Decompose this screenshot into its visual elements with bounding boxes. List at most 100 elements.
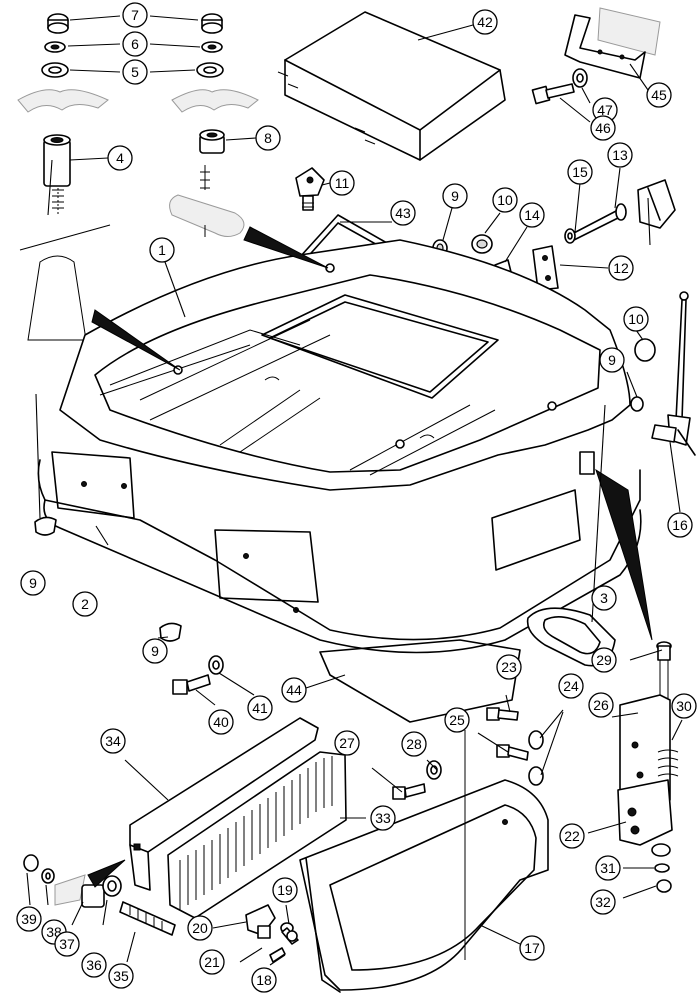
callout-circle (623, 306, 649, 332)
callout-label: 35 (113, 968, 129, 984)
callout-circle (122, 31, 148, 57)
handle-bolt (564, 203, 627, 244)
callout-label: 27 (339, 735, 355, 751)
callout-circle (607, 142, 633, 168)
antenna-bracket (564, 7, 661, 79)
callout-circle (590, 889, 616, 915)
callout-label: 4 (116, 150, 124, 166)
callout-circle (72, 591, 98, 617)
callout-label: 29 (596, 652, 612, 668)
callout-label: 18 (256, 972, 272, 988)
latch-knob (295, 167, 325, 211)
callout-label: 43 (395, 205, 411, 221)
callout-circle (558, 673, 584, 699)
callout-label: 22 (564, 828, 580, 844)
rear-window (299, 730, 549, 993)
callout-18: 18 (251, 967, 277, 993)
callout-circle (16, 906, 42, 932)
plug-lower-center (159, 622, 182, 642)
callout-circle (599, 347, 625, 373)
callout-11: 11 (329, 170, 355, 196)
plug-lower-left (34, 516, 57, 536)
callout-6: 6 (122, 31, 148, 57)
callout-40: 40 (208, 709, 234, 735)
callout-22: 22 (559, 823, 585, 849)
callout-label: 12 (613, 260, 629, 276)
callout-43: 43 (390, 200, 416, 226)
callout-numbers: 7 6 5 42 45 47 46 4 8 11 13 15 9 10 14 4… (16, 2, 697, 993)
callout-label: 9 (151, 643, 159, 659)
leader-lines (26, 15, 683, 966)
callout-label: 9 (608, 352, 616, 368)
callout-4: 4 (107, 145, 133, 171)
callout-label: 5 (131, 64, 139, 80)
callout-label: 42 (477, 14, 493, 30)
antenna (651, 291, 696, 456)
bolts-23-25 (486, 707, 544, 786)
headliner-gasket (319, 639, 521, 723)
callout-20: 20 (187, 915, 213, 941)
callout-9-right: 9 (599, 347, 625, 373)
callout-circle (334, 730, 360, 756)
callout-circle (667, 512, 693, 538)
callout-label: 9 (29, 575, 37, 591)
callout-label: 8 (264, 130, 272, 146)
callout-2: 2 (72, 591, 98, 617)
bottom-left-hardware (23, 854, 176, 936)
heater-core (167, 751, 347, 919)
screw-41 (172, 655, 224, 695)
callout-30: 30 (671, 693, 697, 719)
callout-circle (671, 693, 697, 719)
callout-46: 46 (590, 115, 616, 141)
callout-35: 35 (108, 963, 134, 989)
callout-label: 47 (597, 102, 613, 118)
callout-circle (255, 125, 281, 151)
callout-circle (81, 952, 107, 978)
callout-45: 45 (646, 82, 672, 108)
callout-circle (591, 647, 617, 673)
spacer-tube (43, 134, 71, 187)
callout-label: 26 (593, 697, 609, 713)
callout-circle (608, 255, 634, 281)
callout-label: 11 (335, 175, 350, 191)
callout-label: 46 (595, 120, 611, 136)
cab-roof (51, 239, 631, 613)
callout-circle (370, 805, 396, 831)
callout-5: 5 (122, 59, 148, 85)
bracket-bolt (531, 68, 588, 105)
callout-circle (472, 9, 498, 35)
callout-label: 14 (524, 207, 540, 223)
callout-15: 15 (567, 159, 593, 185)
callout-circle (100, 728, 126, 754)
callout-circle (567, 159, 593, 185)
callout-label: 34 (105, 733, 121, 749)
callout-circle (401, 731, 427, 757)
callout-label: 40 (213, 714, 229, 730)
callout-36: 36 (81, 952, 107, 978)
callout-label: 37 (59, 936, 75, 952)
mount-hardware-left (41, 13, 69, 78)
handle-block (637, 179, 676, 229)
callout-19: 19 (272, 877, 298, 903)
callout-28: 28 (401, 731, 427, 757)
callout-label: 15 (572, 164, 588, 180)
callout-7: 7 (122, 2, 148, 28)
callout-label: 19 (277, 882, 293, 898)
plug-right (630, 338, 656, 412)
callout-26: 26 (588, 692, 614, 718)
callout-circle (519, 935, 545, 961)
callout-label: 1 (158, 242, 166, 258)
callout-label: 45 (651, 87, 667, 103)
bushing (199, 129, 225, 154)
callout-label: 20 (192, 920, 208, 936)
callout-13: 13 (607, 142, 633, 168)
roof-hatch-cover (277, 11, 506, 161)
callout-34: 34 (100, 728, 126, 754)
callout-circle (559, 823, 585, 849)
callout-label: 36 (86, 957, 102, 973)
callout-label: 16 (672, 517, 688, 533)
callout-label: 21 (204, 954, 220, 970)
callout-circle (251, 967, 277, 993)
callout-circle (492, 187, 518, 213)
callout-circle (496, 654, 522, 680)
